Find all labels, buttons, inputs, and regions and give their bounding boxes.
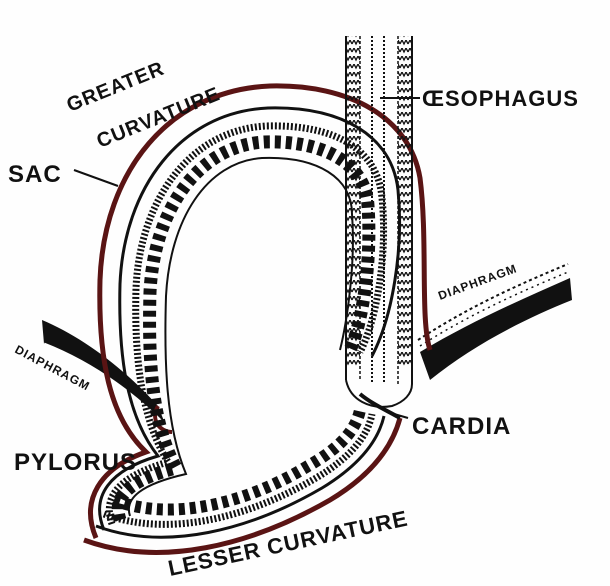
label-oesophagus: ŒSOPHAGUS (422, 86, 579, 111)
sac-pointer (74, 170, 118, 186)
label-cardia: CARDIA (412, 413, 511, 440)
stomach-rugae (118, 142, 369, 520)
label-sac: SAC (8, 161, 62, 188)
label-lesser-curvature: LESSER CURVATURE (166, 506, 410, 581)
label-pylorus: PYLORUS (14, 449, 137, 476)
label-diaphragm-right: DIAPHRAGM (436, 261, 519, 303)
oesophagus (346, 36, 412, 407)
